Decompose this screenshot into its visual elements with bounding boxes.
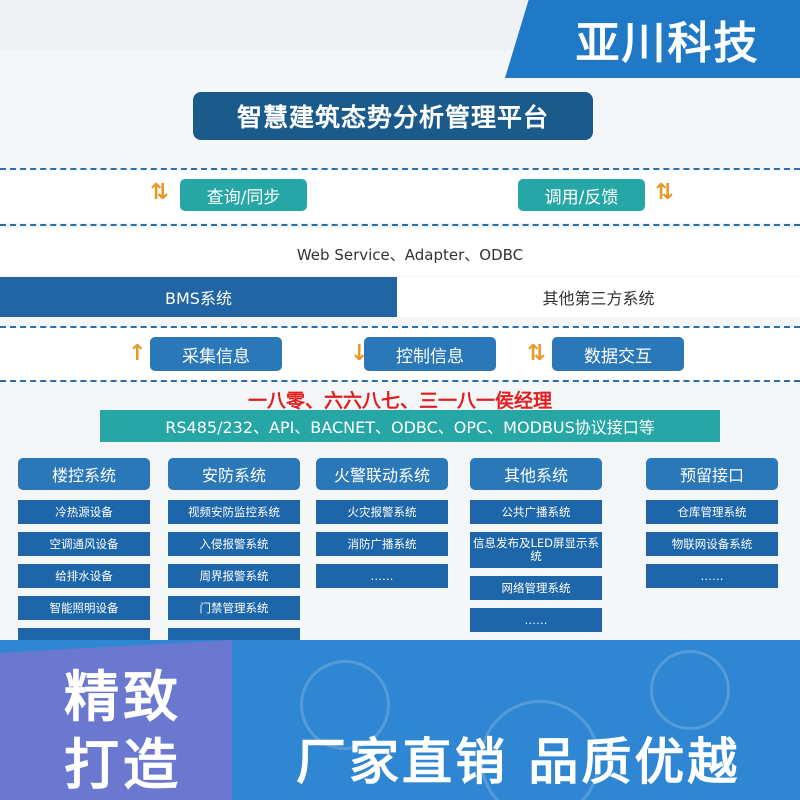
banner-left-top: 精致	[64, 665, 183, 729]
bms-system: BMS系统	[0, 277, 397, 317]
platform-title-box: 智慧建筑态势分析管理平台	[193, 92, 593, 140]
data-exchange-button[interactable]: 数据交互	[552, 337, 684, 371]
column-item[interactable]: 智能照明设备	[18, 596, 150, 620]
swirl-decoration	[650, 650, 730, 730]
divider-dashed	[0, 380, 800, 382]
collect-info-button[interactable]: 采集信息	[150, 337, 282, 371]
call-feedback-button[interactable]: 调用/反馈	[518, 179, 645, 211]
column-item[interactable]: ……	[646, 564, 778, 588]
column-item[interactable]: 火灾报警系统	[316, 500, 448, 524]
column-head[interactable]: 火警联动系统	[316, 458, 448, 490]
column-head[interactable]: 安防系统	[168, 458, 300, 490]
interface-band	[0, 228, 800, 276]
banner-slogan: 厂家直销 品质优越	[296, 733, 741, 791]
column-item[interactable]: 信息发布及LED屏显示系统	[470, 532, 602, 568]
brand-banner: 亚川科技	[505, 0, 800, 78]
swirl-decoration	[300, 660, 390, 750]
divider-dashed	[0, 224, 800, 226]
column-item[interactable]: 公共广播系统	[470, 500, 602, 524]
banner-left-bottom: 打造	[64, 733, 183, 797]
column-item[interactable]: 冷热源设备	[18, 500, 150, 524]
query-sync-button[interactable]: 查询/同步	[180, 179, 307, 211]
brand-name: 亚川科技	[575, 18, 760, 69]
column-item[interactable]: 视频安防监控系统	[168, 500, 300, 524]
column-head[interactable]: 预留接口	[646, 458, 778, 490]
up-down-arrow-icon: ⇅	[655, 180, 674, 205]
up-down-arrow-icon: ⇅	[150, 180, 169, 205]
column-item[interactable]: 门禁管理系统	[168, 596, 300, 620]
swirl-decoration	[480, 700, 600, 800]
up-down-arrow-icon: ⇅	[527, 341, 546, 366]
divider-dashed	[0, 168, 800, 170]
bottom-banner-left	[0, 640, 232, 800]
protocol-bar: RS485/232、API、BACNET、ODBC、OPC、MODBUS协议接口…	[100, 410, 720, 442]
divider-dashed	[0, 326, 800, 328]
interface-line: Web Service、Adapter、ODBC	[296, 246, 524, 264]
down-arrow-icon: ↓	[350, 341, 369, 366]
column-item[interactable]: 给排水设备	[18, 564, 150, 588]
third-party-system: 其他第三方系统	[397, 277, 800, 317]
column-item[interactable]: 仓库管理系统	[646, 500, 778, 524]
column-item[interactable]: 网络管理系统	[470, 576, 602, 600]
platform-title: 智慧建筑态势分析管理平台	[236, 103, 549, 132]
contact-text: 一八零、六六八七、三一八一侯经理	[247, 390, 552, 412]
column-item[interactable]: 空调通风设备	[18, 532, 150, 556]
column-item[interactable]: ……	[470, 608, 602, 632]
column-head[interactable]: 其他系统	[470, 458, 602, 490]
column-item[interactable]: 消防广播系统	[316, 532, 448, 556]
control-info-button[interactable]: 控制信息	[364, 337, 496, 371]
column-item[interactable]: 周界报警系统	[168, 564, 300, 588]
column-head[interactable]: 楼控系统	[18, 458, 150, 490]
sync-band	[0, 170, 800, 222]
column-item[interactable]: 入侵报警系统	[168, 532, 300, 556]
column-item[interactable]: 物联网设备系统	[646, 532, 778, 556]
up-arrow-icon: ↑	[128, 341, 147, 366]
column-item[interactable]: ……	[316, 564, 448, 588]
